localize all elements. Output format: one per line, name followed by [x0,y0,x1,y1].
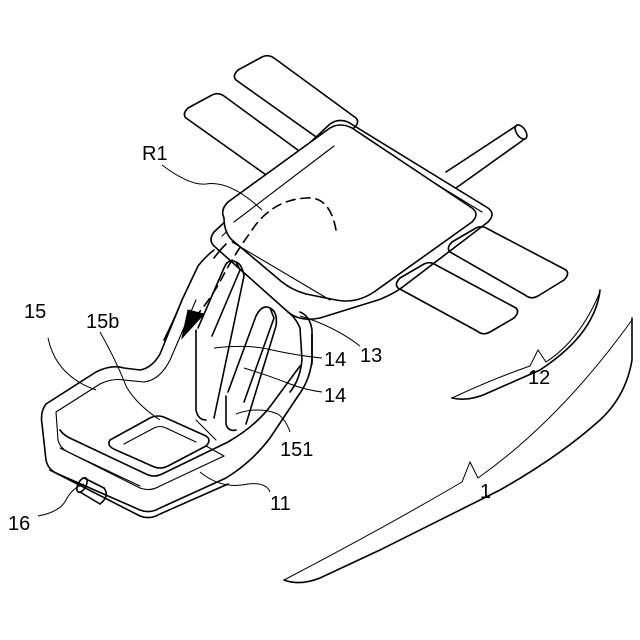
label-11: 11 [270,493,291,515]
substrate-outline [284,290,632,583]
label-15b: 15b [86,311,119,333]
leader-15 [48,338,96,390]
label-14-lower: 14 [324,385,346,407]
label-16: 16 [8,513,30,535]
label-r1: R1 [142,143,168,165]
label-13: 13 [360,345,382,367]
rod [446,123,529,188]
leader-15b [100,332,160,420]
label-15: 15 [24,301,46,323]
ribs [196,261,276,431]
label-12: 12 [528,367,550,389]
label-1: 1 [480,481,491,503]
label-14-upper: 14 [324,349,346,371]
leader-11 [200,472,270,492]
label-151: 151 [280,439,313,461]
